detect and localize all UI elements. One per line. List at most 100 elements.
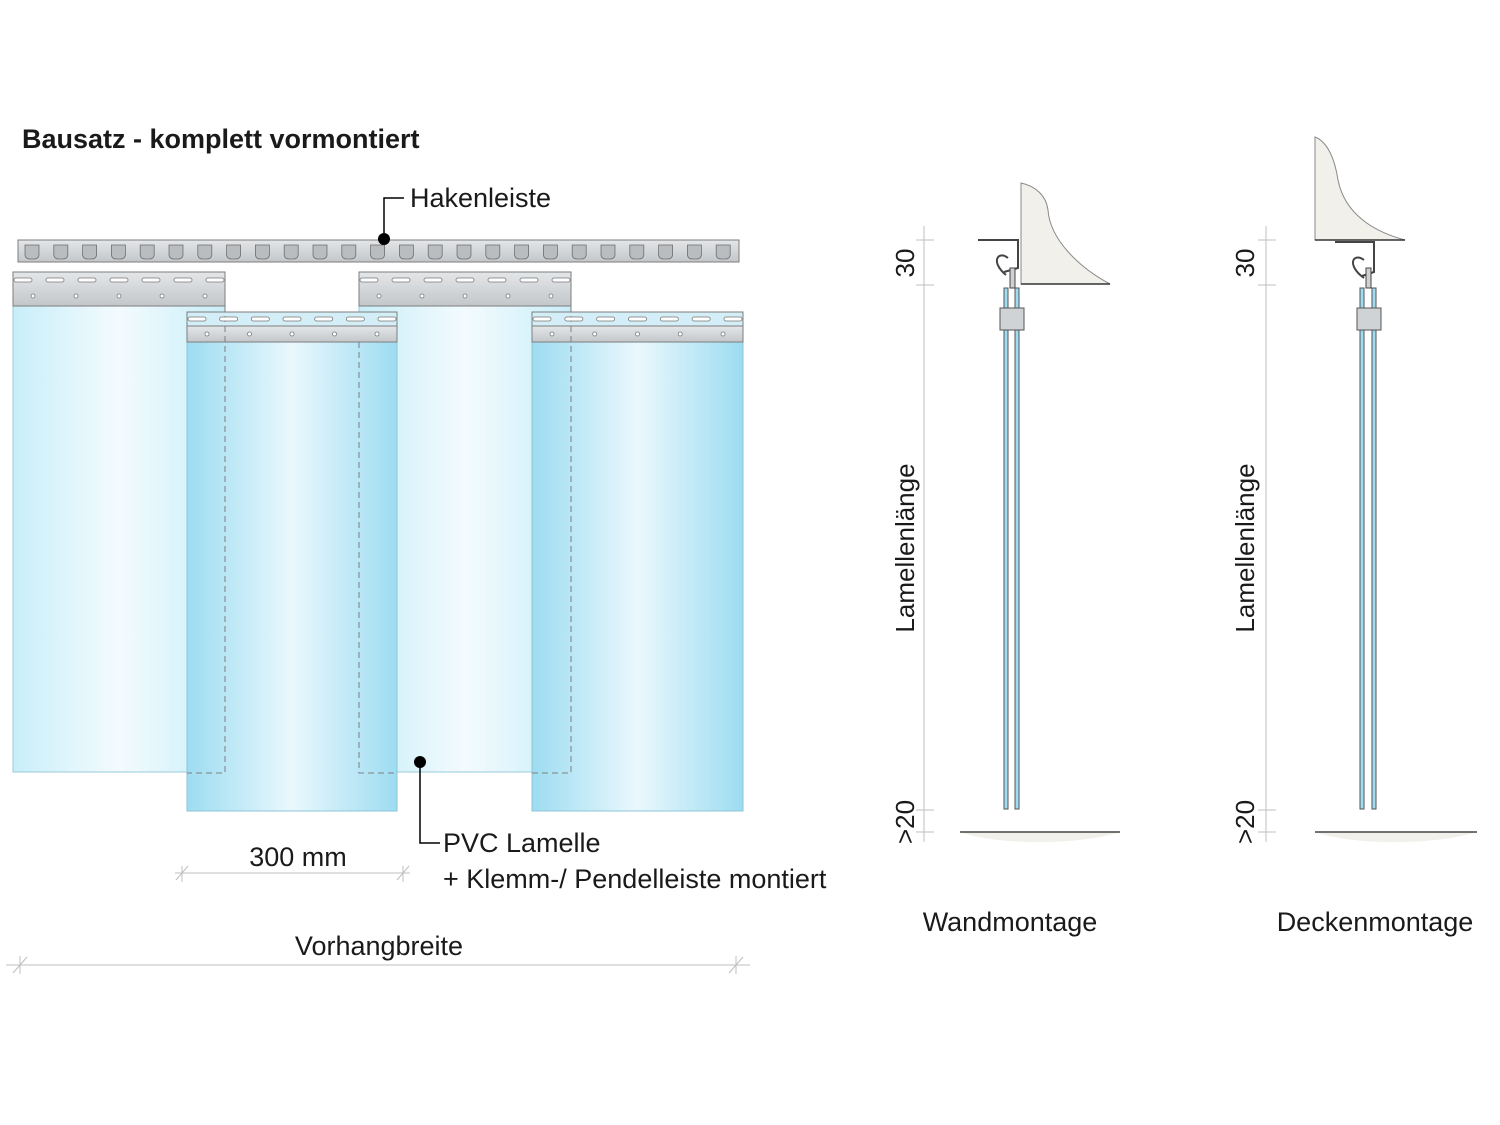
plate-slot: [628, 316, 647, 322]
ceiling-dim-bottom: >20: [1230, 800, 1260, 844]
plate-slot: [359, 277, 379, 283]
plate-hole: [419, 293, 425, 299]
hook-slot: [629, 244, 645, 260]
plate-slot: [314, 316, 334, 322]
strip-label-line1: PVC Lamelle: [443, 828, 601, 858]
hook-slot: [485, 244, 501, 260]
plate-slot: [345, 316, 365, 322]
plate-slot: [250, 316, 270, 322]
dimension-curtain-width: [6, 956, 750, 974]
wall-mount-view: [916, 182, 1120, 843]
hook-slot: [427, 244, 443, 260]
plate-hole: [73, 293, 79, 299]
plate-hole: [116, 293, 122, 299]
plate-hole: [30, 293, 36, 299]
plate-slot: [109, 277, 129, 283]
plate-slot: [282, 316, 302, 322]
strip-front-2: [531, 311, 744, 812]
strip-width-label: 300 mm: [249, 842, 347, 872]
plate-slot: [141, 277, 161, 283]
ceiling-dim-top: 30: [1230, 249, 1260, 278]
hook-rail-label: Hakenleiste: [410, 183, 551, 213]
plate-slot: [551, 277, 571, 283]
hook-slot: [658, 244, 673, 260]
wall-dim-top: 30: [890, 249, 920, 278]
plate-slot: [596, 316, 616, 322]
plate-hole: [204, 331, 210, 337]
hook-slot: [226, 244, 241, 260]
hook-slot: [399, 244, 414, 260]
plate-hole: [720, 331, 726, 337]
plate-slot: [377, 316, 397, 322]
plate-slot: [455, 277, 475, 283]
diagram-title: Bausatz - komplett vormontiert: [22, 124, 420, 154]
hook-rail: [17, 239, 740, 263]
plate-hole: [202, 293, 208, 299]
hook-slot: [139, 244, 155, 260]
hook-slot: [514, 244, 529, 260]
plate-slot: [691, 316, 711, 322]
plate-hole: [332, 331, 337, 337]
hook-slot: [312, 244, 328, 260]
strip-front-1: [186, 311, 398, 812]
hook-slot: [687, 244, 702, 260]
hook-slot: [571, 244, 587, 260]
wall-mount-caption: Wandmontage: [923, 907, 1098, 937]
hidden-edges: [187, 306, 572, 774]
plate-slot: [723, 316, 743, 322]
hook-slot: [370, 244, 385, 260]
plate-hole: [592, 331, 598, 337]
plate-slot: [219, 316, 239, 322]
plate-details: [13, 277, 743, 337]
plate-slot: [519, 277, 539, 283]
hook-slot: [111, 244, 126, 260]
plate-slot: [77, 277, 97, 283]
plate-slot: [173, 277, 193, 283]
strip-label-line2: + Klemm-/ Pendelleiste montiert: [443, 864, 827, 894]
hook-slot: [543, 244, 558, 260]
ceiling-mount-view: [1258, 136, 1477, 843]
hook-slot: [715, 244, 731, 260]
hook-slot: [82, 244, 97, 260]
hook-slots: [24, 244, 731, 260]
callout-hook-rail: Hakenleiste: [378, 183, 551, 245]
plate-hole: [159, 293, 165, 299]
hook-slot: [197, 244, 213, 260]
plate-hole: [548, 293, 554, 299]
ceiling-mount-caption: Deckenmontage: [1277, 907, 1474, 937]
plate-slot: [423, 277, 443, 283]
dimension-strip-width: [175, 865, 410, 882]
hook-slot: [283, 244, 299, 260]
plate-hole: [247, 331, 252, 337]
plate-hole: [635, 331, 640, 337]
hook-slot: [341, 244, 357, 260]
plate-slot: [45, 277, 65, 283]
plate-slot: [564, 316, 584, 322]
plate-slot: [205, 277, 225, 283]
plate-slot: [13, 277, 33, 283]
plate-hole: [677, 331, 683, 337]
curtain-width-label: Vorhangbreite: [295, 931, 463, 961]
plate-hole: [549, 331, 555, 337]
plate-hole: [289, 331, 295, 337]
ceiling-dim-length: Lamellenlänge: [1230, 463, 1260, 632]
callout-strip: PVC Lamelle + Klemm-/ Pendelleiste monti…: [414, 756, 827, 894]
plate-slot: [187, 316, 207, 322]
plate-slot: [532, 316, 552, 322]
plate-hole: [462, 293, 468, 299]
hook-slot: [168, 244, 184, 260]
plate-hole: [374, 331, 380, 337]
wall-dim-bottom: >20: [890, 800, 920, 844]
hook-slot: [600, 244, 616, 260]
hook-slot: [53, 244, 69, 260]
wall-dim-length: Lamellenlänge: [890, 463, 920, 632]
hook-slot: [255, 244, 270, 260]
plate-hole: [376, 293, 382, 299]
hook-slot: [456, 244, 472, 260]
plate-slot: [659, 316, 679, 322]
plate-slot: [487, 277, 507, 283]
hook-slot: [24, 244, 40, 260]
plate-hole: [505, 293, 511, 299]
plate-slot: [391, 277, 411, 283]
